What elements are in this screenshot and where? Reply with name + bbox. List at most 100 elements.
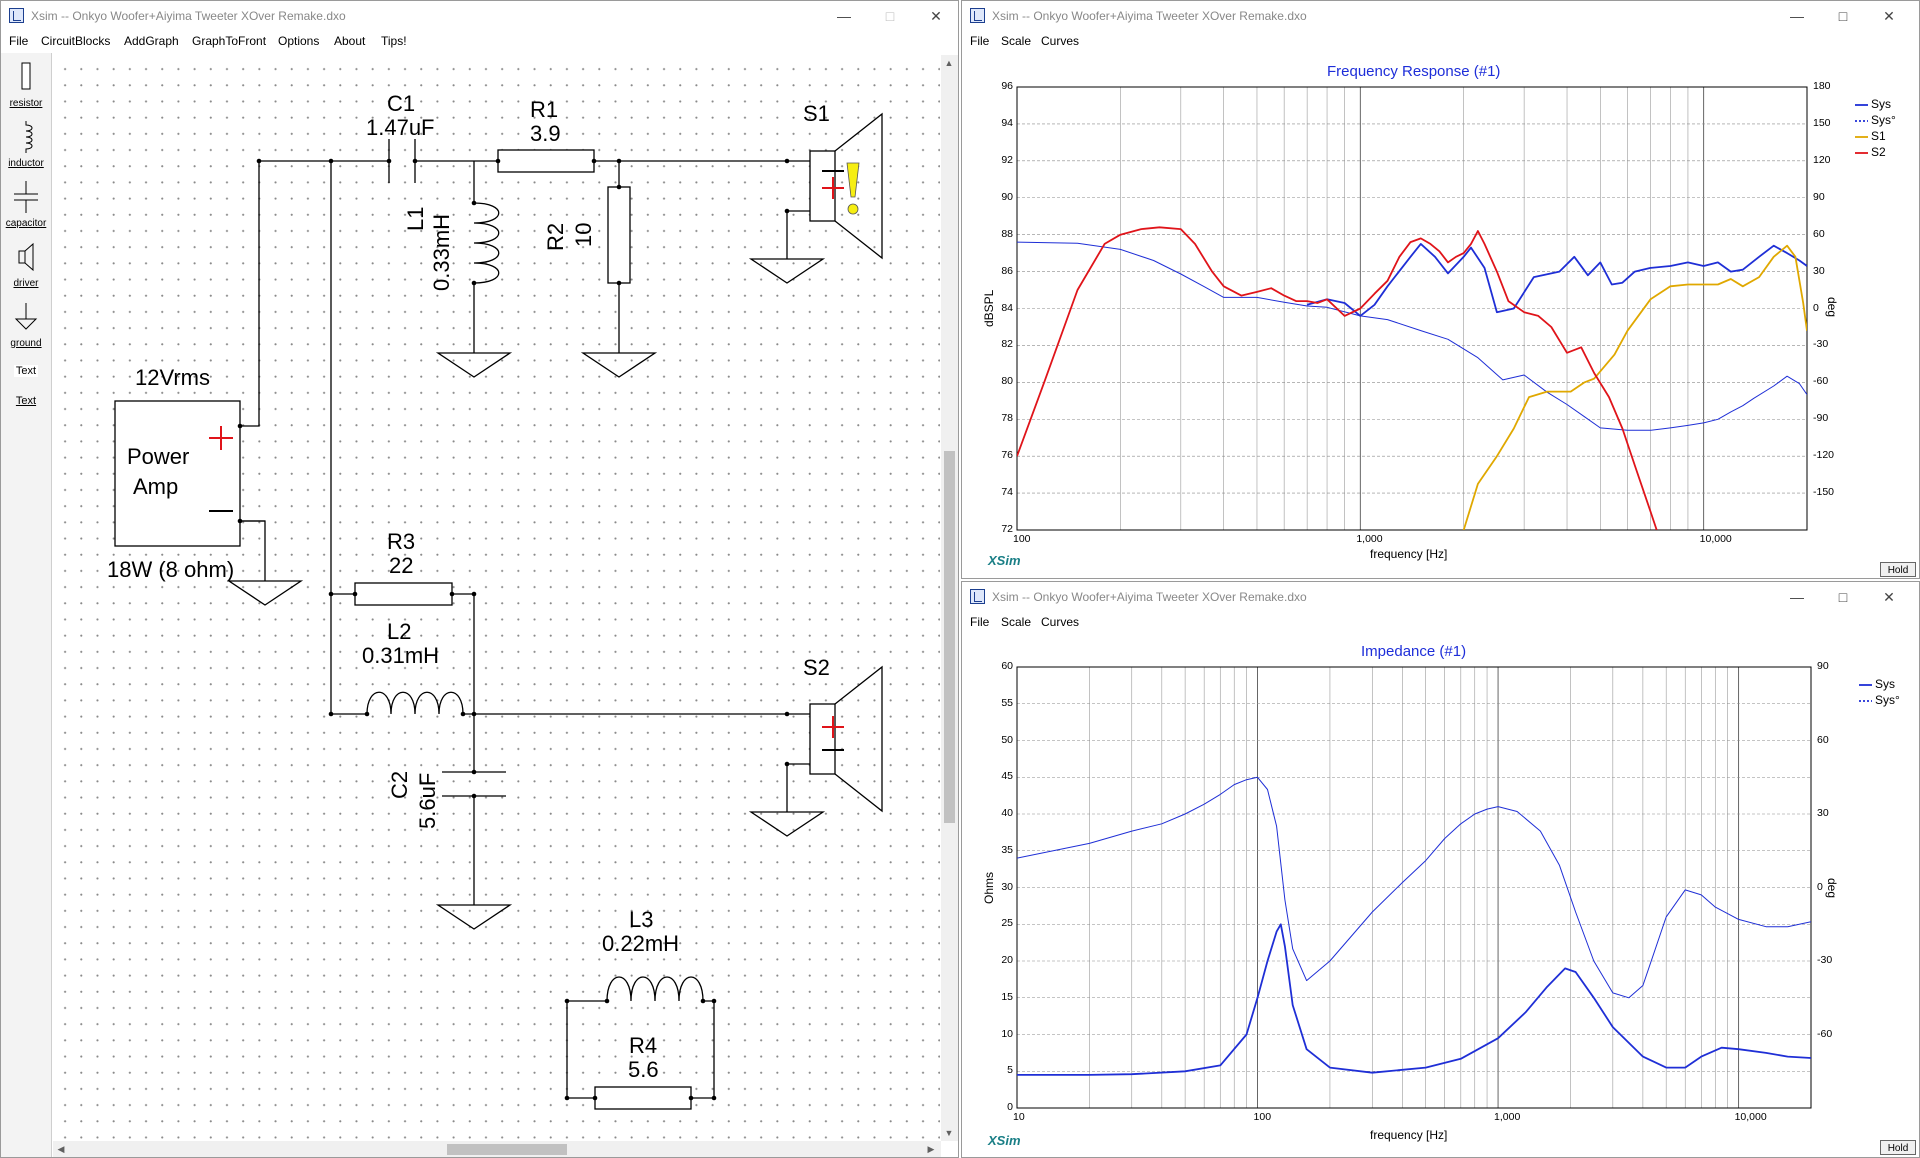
xsim-app-icon: [9, 8, 24, 23]
warning-icon: [846, 162, 860, 215]
imp-titlebar[interactable]: Xsim -- Onkyo Woofer+Aiyima Tweeter XOve…: [962, 582, 1919, 612]
frequency-response-window: Xsim -- Onkyo Woofer+Aiyima Tweeter XOve…: [961, 0, 1920, 579]
fr-graph-title: Frequency Response (#1): [1327, 63, 1501, 80]
fr-minimize-button[interactable]: —: [1790, 8, 1804, 24]
schematic-horizontal-scrollbar[interactable]: ◀ ▶: [53, 1141, 941, 1157]
y-tick-label: 0: [1007, 1101, 1013, 1113]
y2-tick-label: 60: [1817, 733, 1829, 746]
component-palette: resistor inductor capacitor driver groun…: [1, 53, 52, 1157]
menu-addgraph[interactable]: AddGraph: [124, 34, 179, 48]
minimize-button[interactable]: —: [837, 8, 851, 24]
fr-close-button[interactable]: ✕: [1883, 8, 1895, 24]
series-line-sys-phase: [1017, 241, 1807, 431]
fr-titlebar[interactable]: Xsim -- Onkyo Woofer+Aiyima Tweeter XOve…: [962, 1, 1919, 31]
vertical-scroll-thumb[interactable]: [944, 451, 955, 823]
fr-window-title: Xsim -- Onkyo Woofer+Aiyima Tweeter XOve…: [992, 9, 1307, 23]
y-tick-label: 15: [1001, 990, 1013, 1003]
y-tick-label: 60: [1001, 660, 1013, 672]
x-tick-label: 100: [1253, 1111, 1272, 1123]
schematic-vertical-scrollbar[interactable]: ▲ ▼: [941, 55, 958, 1141]
x-tick-label: 10,000: [1699, 533, 1732, 545]
amp-label-line1: Power: [127, 444, 190, 469]
fr-y2label: deg: [1825, 297, 1839, 318]
y2-tick-label: 150: [1813, 116, 1831, 129]
l1-name: L1: [403, 206, 428, 231]
l3-name: L3: [629, 907, 654, 932]
y-tick-label: 55: [1001, 696, 1013, 709]
palette-ground-label: ground: [10, 338, 42, 349]
horizontal-scroll-thumb[interactable]: [447, 1144, 567, 1155]
close-button[interactable]: ✕: [930, 8, 942, 24]
menu-about[interactable]: About: [334, 34, 366, 48]
palette-driver[interactable]: driver: [1, 239, 51, 289]
fr-ylabel: dBSPL: [982, 289, 996, 327]
r2-name: R2: [543, 222, 568, 251]
menu-circuitblocks[interactable]: CircuitBlocks: [41, 34, 111, 48]
series-group: [1017, 776, 1811, 1076]
grid-lines: [1017, 87, 1807, 530]
y-tick-label: 76: [1001, 449, 1013, 462]
palette-text-link[interactable]: Text: [1, 395, 51, 407]
imp-menu-scale[interactable]: Scale: [1001, 615, 1032, 629]
fr-maximize-button[interactable]: □: [1838, 8, 1848, 24]
scroll-right-arrow[interactable]: ▶: [927, 1144, 935, 1154]
series-group: [1017, 226, 1807, 530]
x-tick-label: 1,000: [1494, 1111, 1521, 1123]
menu-graphtofront[interactable]: GraphToFront: [192, 34, 267, 48]
palette-text[interactable]: Text: [1, 365, 51, 377]
y-tick-label: 72: [1001, 523, 1013, 535]
imp-xlabel: frequency [Hz]: [1370, 1128, 1448, 1142]
y2-tick-label: -60: [1813, 375, 1829, 388]
impedance-plot[interactable]: [962, 582, 1920, 1158]
y-tick-label: 82: [1001, 338, 1013, 351]
y-tick-label: 5: [1007, 1064, 1013, 1077]
fr-menu-curves[interactable]: Curves: [1041, 34, 1080, 48]
schematic-titlebar[interactable]: Xsim -- Onkyo Woofer+Aiyima Tweeter XOve…: [1, 1, 958, 31]
legend-entry: Sys: [1871, 97, 1892, 111]
imp-menu-file[interactable]: File: [970, 615, 990, 629]
menu-tips[interactable]: Tips!: [381, 34, 407, 48]
palette-ground[interactable]: ground: [1, 299, 51, 349]
palette-inductor[interactable]: inductor: [1, 119, 51, 169]
fr-menu-file[interactable]: File: [970, 34, 990, 48]
schematic-canvas[interactable]: C1 1.47uF R1 3.9 S1 L1 0.33mH R2 10 12Vr…: [53, 55, 940, 1141]
xsim-app-icon: [970, 589, 985, 604]
r1-value: 3.9: [530, 121, 561, 146]
imp-minimize-button[interactable]: —: [1790, 589, 1804, 605]
x-tick-label: 10: [1013, 1111, 1025, 1123]
y2-tick-label: -60: [1817, 1027, 1833, 1040]
main-menubar: File CircuitBlocks AddGraph GraphToFront…: [1, 31, 958, 53]
frequency-response-plot[interactable]: [962, 1, 1920, 579]
y2-tick-label: -120: [1813, 449, 1835, 462]
scroll-left-arrow[interactable]: ◀: [57, 1144, 65, 1154]
menu-file[interactable]: File: [9, 34, 29, 48]
x-tick-label: 1,000: [1356, 533, 1383, 545]
imp-maximize-button[interactable]: □: [1838, 589, 1848, 605]
palette-capacitor[interactable]: capacitor: [1, 179, 51, 229]
r2-value: 10: [571, 222, 596, 247]
y-tick-label: 86: [1001, 264, 1013, 277]
y2-tick-label: 90: [1817, 660, 1829, 672]
fr-hold-button[interactable]: Hold: [1880, 562, 1916, 577]
maximize-button[interactable]: □: [885, 8, 895, 24]
imp-close-button[interactable]: ✕: [1883, 589, 1895, 605]
amp-rating: 18W (8 ohm): [107, 557, 235, 582]
scroll-down-arrow[interactable]: ▼: [944, 1128, 954, 1138]
r4-value: 5.6: [628, 1057, 659, 1082]
imp-hold-button[interactable]: Hold: [1880, 1140, 1916, 1155]
y-tick-label: 96: [1001, 80, 1013, 92]
y2-tick-label: 30: [1817, 807, 1829, 819]
plot-frame: [1016, 666, 1812, 1109]
scroll-up-arrow[interactable]: ▲: [944, 58, 954, 68]
menu-options[interactable]: Options: [278, 34, 320, 48]
impedance-window: Xsim -- Onkyo Woofer+Aiyima Tweeter XOve…: [961, 581, 1920, 1158]
imp-menubar: File Scale Curves: [962, 612, 1919, 634]
fr-menu-scale[interactable]: Scale: [1001, 34, 1032, 48]
palette-resistor[interactable]: resistor: [1, 59, 51, 109]
x-tick-label: 10,000: [1734, 1111, 1767, 1123]
imp-menu-curves[interactable]: Curves: [1041, 615, 1080, 629]
text-icon: Text: [13, 365, 39, 377]
fr-xlabel: frequency [Hz]: [1370, 547, 1448, 561]
l2-name: L2: [387, 619, 412, 644]
imp-xsim-logo: XSim: [988, 1133, 1021, 1148]
